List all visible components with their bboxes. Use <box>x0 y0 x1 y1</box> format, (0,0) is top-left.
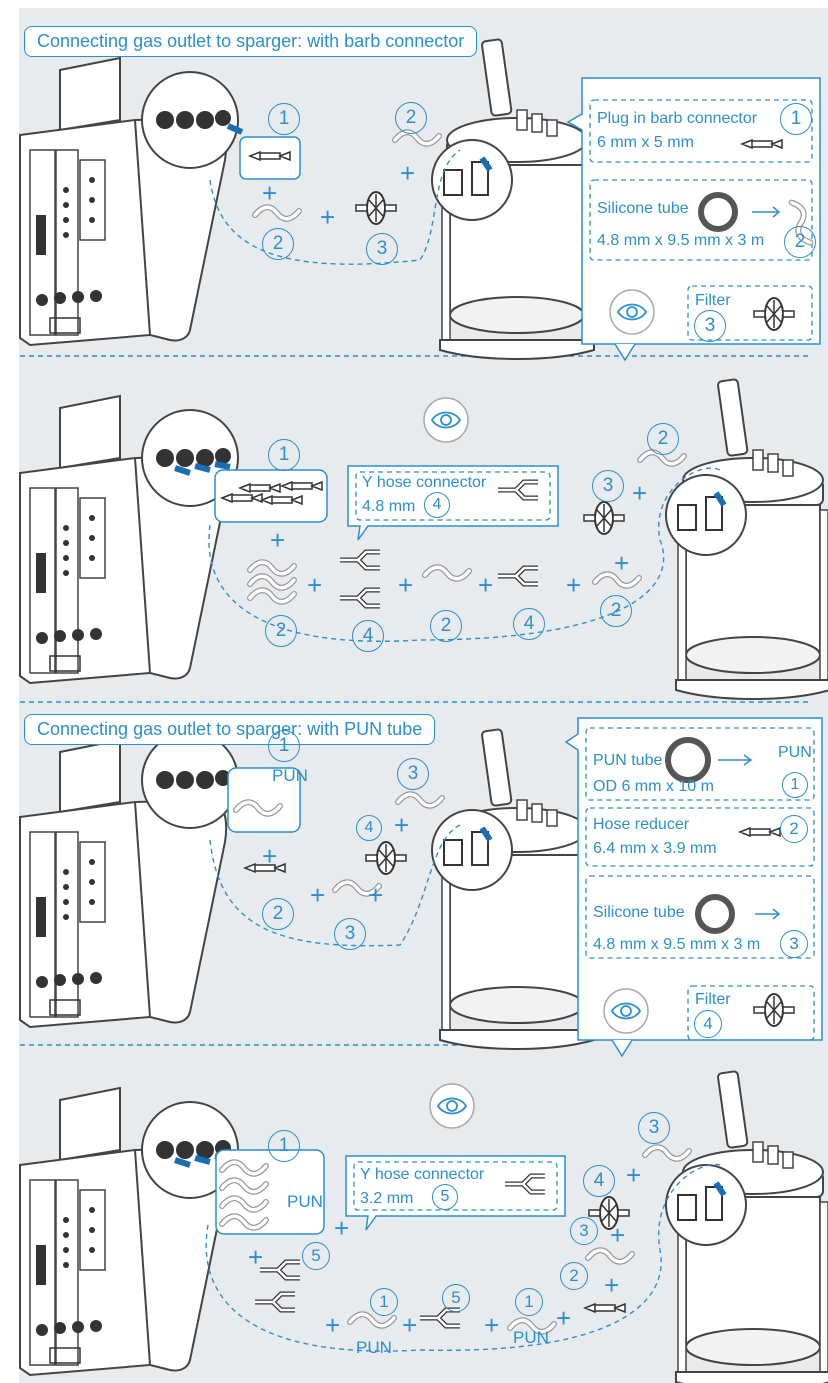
section1-title: Connecting gas outlet to sparger: with b… <box>24 26 477 57</box>
legend-filter-label-2: Filter <box>695 991 731 1009</box>
plus-sign: + <box>394 812 409 838</box>
plus-sign: + <box>262 843 277 869</box>
plus-sign: + <box>310 882 325 908</box>
legend-silicone-label-2: Silicone tube <box>593 904 685 922</box>
section2-step-4-b: 4 <box>513 608 545 640</box>
plus-sign: + <box>484 1312 499 1338</box>
plus-sign: + <box>610 1222 625 1248</box>
section3-step-4: 4 <box>356 815 382 841</box>
plus-sign: + <box>556 1305 571 1331</box>
section1-step-2-top: 2 <box>395 102 427 134</box>
section4-step-3-top: 3 <box>638 1112 670 1144</box>
legend-silicone-size: 4.8 mm x 9.5 mm x 3 m <box>597 232 764 250</box>
section1-step-3: 3 <box>366 233 398 265</box>
section2-step-2-b: 2 <box>430 610 462 642</box>
plus-sign: + <box>614 550 629 576</box>
section2-y-connector-num: 4 <box>424 492 450 518</box>
plus-sign: + <box>270 527 285 553</box>
plus-sign: + <box>400 160 415 186</box>
section4-step-1: 1 <box>268 1130 300 1162</box>
legend-plug-num: 1 <box>780 103 812 135</box>
section4-pun-tag-b: PUN <box>513 1328 549 1348</box>
plus-sign: + <box>325 1312 340 1338</box>
plus-sign: + <box>478 572 493 598</box>
plus-sign: + <box>398 572 413 598</box>
section3-step-3-top: 3 <box>397 758 429 790</box>
plus-sign: + <box>262 180 277 206</box>
section3-pun-tag: PUN <box>272 766 308 786</box>
section1-step-1: 1 <box>268 103 300 135</box>
legend-pun-tag: PUN <box>778 744 812 762</box>
section4-pun-tag-a: PUN <box>356 1338 392 1358</box>
legend-pun-num: 1 <box>782 772 808 798</box>
section4-y-connector-size: 3.2 mm <box>360 1190 413 1208</box>
section4-step-5-b: 5 <box>442 1284 470 1312</box>
plus-sign: + <box>334 1215 349 1241</box>
plus-sign: + <box>566 572 581 598</box>
section3-title: Connecting gas outlet to sparger: with P… <box>24 714 435 745</box>
plus-sign: + <box>248 1244 263 1270</box>
legend-filter-num-2: 4 <box>694 1010 722 1038</box>
legend-silicone-label: Silicone tube <box>597 200 689 218</box>
legend-plug-size: 6 mm x 5 mm <box>597 134 694 152</box>
section1-step-2-bottom: 2 <box>262 228 294 260</box>
legend-reducer-size: 6.4 mm x 3.9 mm <box>593 840 717 858</box>
section2-y-connector-label: Y hose connector <box>362 474 486 492</box>
section2-step-2-c: 2 <box>600 595 632 627</box>
section4-y-connector-num: 5 <box>432 1184 458 1210</box>
plus-sign: + <box>626 1162 641 1188</box>
plus-sign: + <box>320 204 335 230</box>
plus-sign: + <box>307 572 322 598</box>
section4-step-3-mid: 3 <box>570 1217 598 1245</box>
legend-reducer-label: Hose reducer <box>593 816 689 834</box>
section4-step-1-b: 1 <box>515 1288 543 1316</box>
section3-step-3-bottom: 3 <box>334 918 366 950</box>
section3-step-2: 2 <box>262 898 294 930</box>
section2-y-connector-size: 4.8 mm <box>362 498 415 516</box>
section2-step-1: 1 <box>268 439 300 471</box>
legend-plug-label: Plug in barb connector <box>597 110 757 128</box>
legend-reducer-num: 2 <box>780 815 808 843</box>
plus-sign: + <box>368 882 383 908</box>
section2-step-2-a: 2 <box>265 615 297 647</box>
section4-pun-tag: PUN <box>287 1192 323 1212</box>
section3-step-1: 1 <box>268 730 300 762</box>
legend-filter-label: Filter <box>695 292 731 310</box>
section4-step-4: 4 <box>583 1165 615 1197</box>
plus-sign: + <box>604 1272 619 1298</box>
plus-sign: + <box>402 1312 417 1338</box>
legend-silicone-size-2: 4.8 mm x 9.5 mm x 3 m <box>593 936 760 954</box>
section4-step-2: 2 <box>560 1262 588 1290</box>
legend-pun-label: PUN tube <box>593 752 662 770</box>
section2-step-4-a: 4 <box>352 620 384 652</box>
section2-step-2-top: 2 <box>647 423 679 455</box>
plus-sign: + <box>632 480 647 506</box>
section4-step-5-a: 5 <box>302 1242 330 1270</box>
section2-step-3: 3 <box>592 470 624 502</box>
legend-filter-num: 3 <box>694 310 726 342</box>
legend-pun-size: OD 6 mm x 10 m <box>593 778 714 796</box>
section4-y-connector-label: Y hose connector <box>360 1166 484 1184</box>
legend-silicone-num: 2 <box>784 226 816 258</box>
legend-silicone-num-2: 3 <box>780 930 808 958</box>
section4-step-1-a: 1 <box>370 1288 398 1316</box>
